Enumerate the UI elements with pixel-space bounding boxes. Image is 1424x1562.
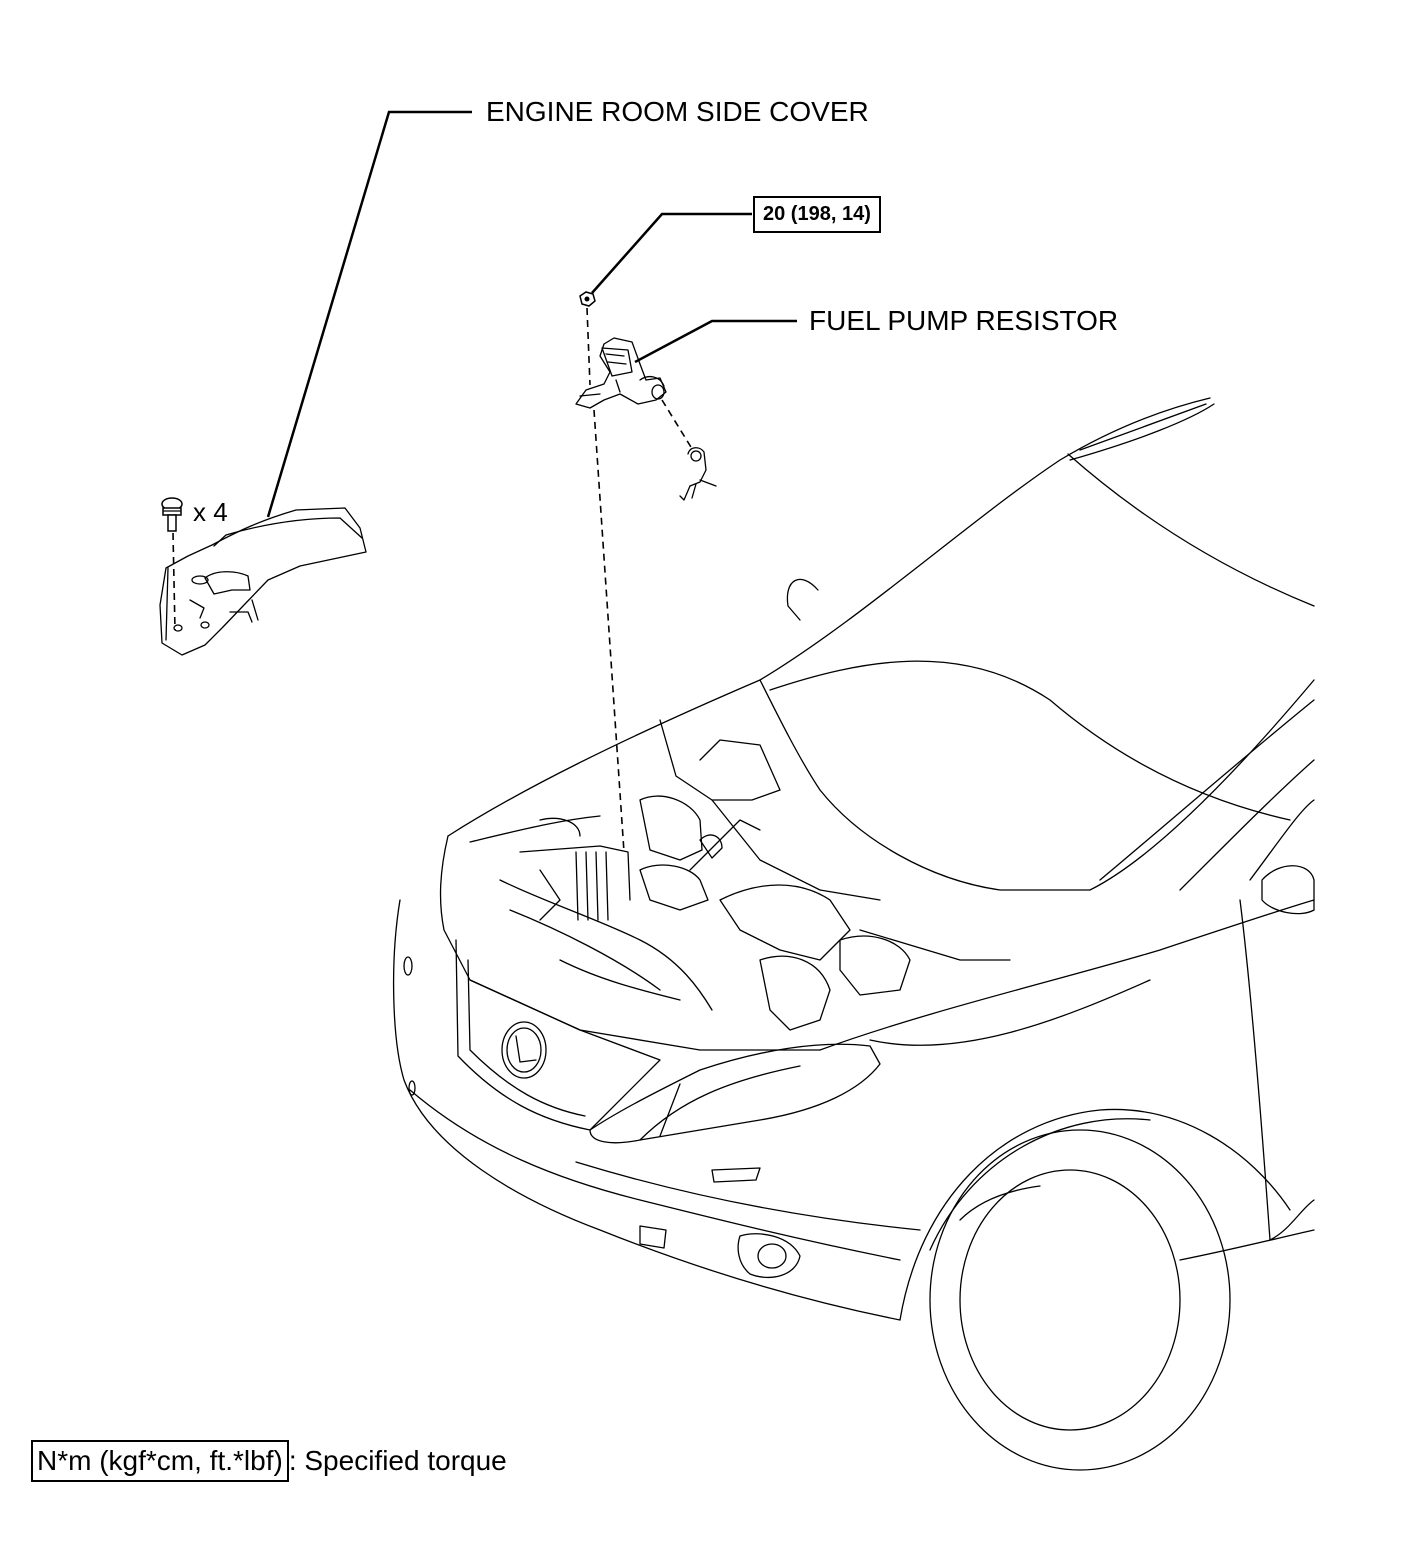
connector-path bbox=[661, 399, 695, 453]
connector-part bbox=[679, 447, 717, 501]
clip-quantity-label: x 4 bbox=[193, 497, 228, 527]
leader-cover bbox=[266, 110, 472, 518]
engine-room-side-cover-label: ENGINE ROOM SIDE COVER bbox=[486, 96, 869, 127]
fuel-pump-resistor-part bbox=[575, 337, 667, 409]
engine-room-side-cover-part bbox=[159, 507, 367, 656]
leader-torque bbox=[591, 212, 752, 294]
clip-install-path bbox=[172, 532, 176, 631]
vehicle-front bbox=[392, 397, 1315, 1471]
resistor-location-path bbox=[593, 409, 625, 853]
legend-unit-box: N*m (kgf*cm, ft.*lbf) bbox=[31, 1440, 289, 1482]
leader-lines bbox=[266, 110, 797, 518]
nut-install-path bbox=[586, 307, 591, 386]
leader-resistor bbox=[634, 319, 797, 364]
fuel-pump-resistor-label: FUEL PUMP RESISTOR bbox=[809, 305, 1119, 336]
clip-icon bbox=[161, 497, 183, 532]
nut-icon bbox=[579, 291, 596, 307]
torque-legend: N*m (kgf*cm, ft.*lbf): Specified torque bbox=[31, 1440, 507, 1482]
legend-description: : Specified torque bbox=[288, 1445, 507, 1476]
torque-value-box: 20 (198, 14) bbox=[753, 196, 881, 233]
